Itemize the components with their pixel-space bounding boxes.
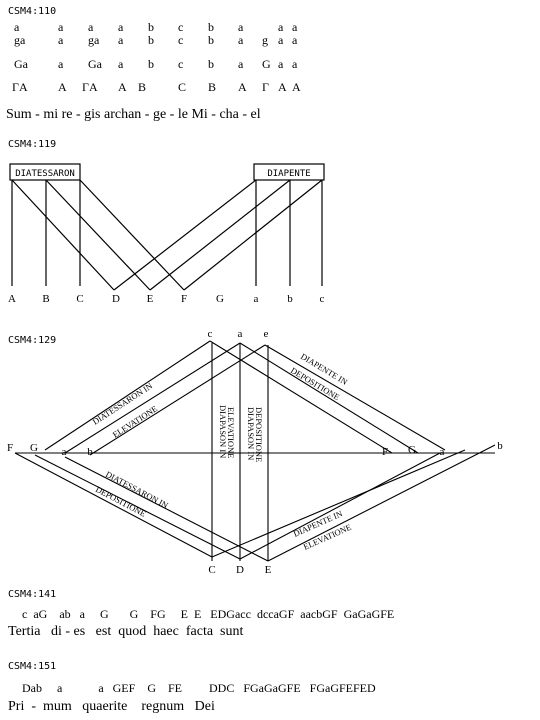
- lyric-151: Pri - mum quaerite regnum Dei: [8, 699, 215, 714]
- note-letter: a: [278, 33, 284, 47]
- note-letter: a: [118, 33, 124, 47]
- note-letter: a: [238, 33, 244, 47]
- note-letter: C: [178, 80, 187, 94]
- note-label: G: [216, 293, 224, 305]
- section-label-119: CSM4:119: [8, 139, 57, 150]
- note-letter: ga: [14, 33, 26, 47]
- note-letter: b: [148, 20, 154, 34]
- note-letter: A: [58, 80, 67, 94]
- note-letter: G: [262, 57, 271, 71]
- note-letter: Ga: [14, 57, 28, 71]
- note-letter: a: [14, 20, 20, 34]
- note-label: c: [320, 293, 325, 305]
- note-letter: a: [58, 33, 64, 47]
- note-letter: b: [148, 33, 154, 47]
- note-label: C: [208, 564, 215, 576]
- lyric-141: Tertia di - es est quod haec facta sunt: [8, 624, 244, 639]
- note-label: F: [181, 293, 187, 305]
- notes-151: Dab a a GEF G FE DDC FGaGaGFE FGaGFEFED: [22, 681, 376, 695]
- note-letter: b: [208, 57, 214, 71]
- label-diapason-4: DEPOSITIONE: [254, 407, 264, 462]
- note-label: G: [30, 442, 38, 454]
- note-label: C: [76, 293, 83, 305]
- note-letter: a: [238, 20, 244, 34]
- note-letter: a: [88, 20, 94, 34]
- note-letter: c: [178, 20, 184, 34]
- diapente-box: [253, 163, 325, 181]
- note-label: a: [62, 446, 67, 458]
- note-label: D: [112, 293, 120, 305]
- lyric-110: Sum - mi re - gis archan - ge - le Mi - …: [6, 107, 261, 122]
- note-label: b: [287, 293, 293, 305]
- note-letter: a: [118, 20, 124, 34]
- section-label-110: CSM4:110: [8, 6, 57, 17]
- note-label: G: [408, 444, 416, 456]
- note-letter: a: [292, 33, 298, 47]
- label-diapason-3: DIAPASON IN: [246, 407, 256, 460]
- note-label: E: [265, 564, 272, 576]
- note-label: a: [440, 446, 445, 458]
- note-letter: a: [292, 57, 298, 71]
- note-letter: Γ: [262, 80, 269, 94]
- note-letter: Ga: [88, 57, 102, 71]
- note-letter: a: [292, 20, 298, 34]
- note-label: A: [8, 293, 16, 305]
- note-letter: b: [148, 57, 154, 71]
- note-label: b: [497, 440, 503, 452]
- note-letter: g: [262, 33, 268, 47]
- note-label: e: [264, 328, 269, 340]
- label-diapason-2: ELEVATIONE: [226, 407, 236, 458]
- note-label: c: [208, 328, 213, 340]
- note-letter: c: [178, 33, 184, 47]
- note-letter: a: [58, 20, 64, 34]
- note-letter: B: [138, 80, 147, 94]
- note-letter: B: [208, 80, 217, 94]
- note-letter: ga: [88, 33, 100, 47]
- note-letter: A: [118, 80, 127, 94]
- note-letter: a: [278, 57, 284, 71]
- note-label: D: [236, 564, 244, 576]
- note-letter: ΓA: [82, 80, 98, 94]
- note-letter: b: [208, 20, 214, 34]
- note-letter: b: [208, 33, 214, 47]
- diatessaron-box-label: DIATESSARON: [15, 169, 75, 179]
- note-letter: a: [278, 20, 284, 34]
- note-label: a: [238, 328, 243, 340]
- notes-141: c aG ab a G G FG E E EDGacc dccaGF aacbG…: [22, 607, 395, 621]
- note-letter: a: [238, 57, 244, 71]
- note-letter: A: [278, 80, 287, 94]
- note-label: b: [87, 446, 93, 458]
- note-label: B: [42, 293, 49, 305]
- label-diapason-1: DIAPASON IN: [218, 405, 228, 458]
- note-letter: a: [118, 57, 124, 71]
- note-letter: c: [178, 57, 184, 71]
- note-letter: ΓA: [12, 80, 28, 94]
- section-label-141: CSM4:141: [8, 589, 57, 600]
- diapente-box-label: DIAPENTE: [267, 169, 310, 179]
- section-label-151: CSM4:151: [8, 661, 57, 672]
- note-label: E: [147, 293, 154, 305]
- note-letter: A: [238, 80, 247, 94]
- note-label: F: [7, 442, 13, 454]
- section-label-129: CSM4:129: [8, 335, 57, 346]
- note-letter: A: [292, 80, 301, 94]
- diatessaron-box: [9, 163, 81, 181]
- note-label: a: [254, 293, 259, 305]
- note-label: F: [382, 446, 388, 458]
- note-letter: a: [58, 57, 64, 71]
